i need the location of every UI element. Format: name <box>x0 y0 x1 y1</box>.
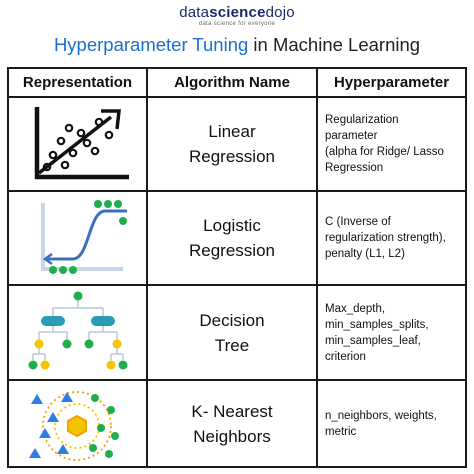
hyperparameter-line: criterion <box>325 350 366 363</box>
hyperparameter-line: penalty (L1, L2) <box>325 248 405 260</box>
table-header-row: Representation Algorithm Name Hyperparam… <box>7 67 467 98</box>
decision-tree-icon <box>28 291 127 369</box>
algorithm-cell: Linear Regression <box>146 96 318 192</box>
algorithm-name-line: Neighbors <box>193 426 271 446</box>
hyperparameter-cell: n_neighbors, weights, metric <box>316 379 467 468</box>
algorithm-cell: Logistic Regression <box>146 190 318 286</box>
algorithm-cell: Decision Tree <box>146 284 318 381</box>
table-row: Linear Regression Regularization paramet… <box>7 96 467 192</box>
table-row: K- Nearest Neighbors n_neighbors, weight… <box>7 379 467 468</box>
algorithm-name-line: Linear <box>208 122 256 141</box>
hyperparameter-line: Regularization <box>325 114 399 126</box>
header-representation: Representation <box>7 67 148 98</box>
hyperparameter-line: metric <box>325 425 357 438</box>
knn-clusters-icon <box>28 390 119 461</box>
page-title: Hyperparameter Tuning in Machine Learnin… <box>0 34 474 56</box>
hyperparameter-line: parameter <box>325 130 378 142</box>
title-highlight: Hyperparameter Tuning <box>53 34 249 55</box>
algorithm-name-line: Tree <box>214 335 250 355</box>
logo-tagline: data science for everyone <box>198 21 276 27</box>
representation-cell <box>7 190 148 286</box>
header-algorithm-name: Algorithm Name <box>146 67 318 98</box>
hyperparameter-cell: Regularization parameter (alpha for Ridg… <box>316 96 467 192</box>
linear-regression-scatter-icon <box>34 107 129 180</box>
representation-cell <box>7 379 148 468</box>
algorithm-name-line: K- Nearest <box>191 401 273 421</box>
algorithm-name-line: Regression <box>189 241 275 260</box>
hyperparameter-cell: Max_depth, min_samples_splits, min_sampl… <box>316 284 467 381</box>
algorithm-name-line: Logistic <box>203 216 261 235</box>
hyperparameter-line: C (Inverse of <box>325 216 391 228</box>
table-row: Logistic Regression C (Inverse of regula… <box>7 190 467 286</box>
hyperparameter-line: (alpha for Ridge/ Lasso <box>325 146 444 158</box>
comparison-table: Representation Algorithm Name Hyperparam… <box>7 67 467 468</box>
algorithm-name-line: Decision <box>199 310 265 330</box>
logistic-sigmoid-icon <box>40 200 127 274</box>
algorithm-cell: K- Nearest Neighbors <box>146 379 318 468</box>
hyperparameter-line: Regression <box>325 162 384 174</box>
hyperparameter-line: Max_depth, <box>325 302 386 315</box>
representation-cell <box>7 284 148 381</box>
hyperparameter-line: n_neighbors, weights, <box>325 409 437 422</box>
hyperparameter-cell: C (Inverse of regularization strength), … <box>316 190 467 286</box>
table-row: Decision Tree Max_depth, min_samples_spl… <box>7 284 467 381</box>
logo: datasciencedojo data science for everyon… <box>0 4 474 28</box>
representation-cell <box>7 96 148 192</box>
header-hyperparameter: Hyperparameter <box>316 67 467 98</box>
hyperparameter-line: min_samples_splits, <box>325 318 429 331</box>
algorithm-name-line: Regression <box>189 147 275 166</box>
logo-wordmark: datasciencedojo <box>179 4 295 21</box>
hyperparameter-line: regularization strength), <box>325 232 446 244</box>
hyperparameter-line: min_samples_leaf, <box>325 334 421 347</box>
title-rest: in Machine Learning <box>248 34 421 55</box>
